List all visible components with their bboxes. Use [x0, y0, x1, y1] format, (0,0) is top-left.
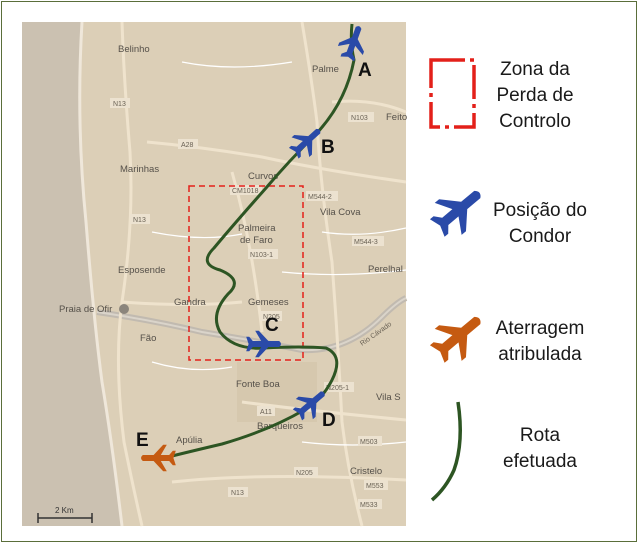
praia-pin-icon	[119, 304, 129, 314]
svg-text:N13: N13	[133, 217, 146, 224]
place-label: Perelhal	[368, 264, 403, 275]
waypoint-label-c: C	[265, 315, 279, 336]
svg-text:N13: N13	[113, 101, 126, 108]
place-label: Marinhas	[120, 164, 159, 175]
road-label: N13	[228, 487, 248, 497]
waypoint-label-a: A	[358, 60, 372, 81]
svg-text:M503: M503	[360, 439, 378, 446]
svg-text:N205: N205	[263, 314, 280, 321]
road-label: N205-1	[324, 382, 354, 392]
route-line-icon	[430, 401, 462, 502]
place-label: Gemeses	[248, 297, 289, 308]
waypoint-label-d: D	[322, 410, 336, 431]
svg-text:A28: A28	[181, 142, 194, 149]
scale-label: 2 Km	[55, 506, 74, 515]
place-label: Gandra	[174, 297, 206, 308]
waypoint-label-e: E	[136, 430, 149, 451]
place-label: Fão	[140, 333, 156, 344]
svg-text:M553: M553	[366, 483, 384, 490]
road-label: A11	[257, 406, 275, 416]
place-label: Vila Cova	[320, 207, 361, 218]
road-label: N205	[260, 311, 282, 321]
road-label: M544-2	[306, 191, 338, 201]
legend-condor-label: Posição do Condor	[492, 200, 587, 247]
svg-text:A11: A11	[260, 409, 272, 416]
legend-landing-label: Aterragem atribulada	[495, 318, 585, 365]
road-label: N13	[110, 98, 130, 108]
place-label: Cristelo	[350, 466, 382, 477]
place-label: Curvos	[248, 171, 278, 182]
road-label: N13	[130, 214, 150, 224]
place-label: Palmeira	[238, 223, 276, 234]
river-cavado-light	[96, 297, 407, 352]
svg-text:N13: N13	[231, 490, 244, 497]
coastline	[78, 21, 124, 527]
place-label: Belinho	[118, 44, 150, 55]
urban-area	[237, 362, 317, 422]
place-label: Barqueiros	[257, 421, 303, 432]
place-label: de Faro	[240, 235, 273, 246]
place-label: Palme	[312, 64, 339, 75]
svg-text:M544-3: M544-3	[354, 239, 378, 246]
place-label: Vila S	[376, 392, 401, 403]
road-label: CM1018	[230, 185, 262, 195]
road-label: M544-3	[352, 236, 384, 246]
road-label: N205	[294, 467, 318, 477]
place-label: Apúlia	[176, 435, 203, 446]
minor-roads	[151, 61, 407, 446]
waypoint-label-b: B	[321, 137, 335, 158]
dashed-box-icon	[429, 58, 476, 129]
svg-text:N103: N103	[351, 115, 368, 122]
svg-text:N205: N205	[296, 470, 313, 477]
place-label: Feito	[386, 112, 407, 123]
road-label: M503	[358, 436, 382, 446]
place-label: Esposende	[118, 265, 166, 276]
legend-route-label: Rota efetuada	[503, 425, 577, 472]
loss-of-control-zone	[188, 185, 304, 361]
svg-text:N205-1: N205-1	[326, 385, 349, 392]
legend-zone-label: Zona da Perda de Controlo	[496, 59, 574, 132]
place-label: Praia de Ofir	[59, 304, 112, 315]
place-label: Fonte Boa	[236, 379, 281, 390]
svg-text:M533: M533	[360, 502, 378, 509]
scale-bar	[37, 513, 93, 523]
road-label: A28	[178, 139, 198, 149]
svg-text:CM1018: CM1018	[232, 188, 259, 195]
road-label: M533	[358, 499, 382, 509]
svg-text:N103-1: N103-1	[250, 252, 273, 259]
road-label: N103	[348, 112, 374, 122]
svg-text:M544-2: M544-2	[308, 194, 332, 201]
road-label: M553	[364, 480, 388, 490]
road-label: N103-1	[248, 249, 278, 259]
sea-area	[22, 22, 122, 526]
